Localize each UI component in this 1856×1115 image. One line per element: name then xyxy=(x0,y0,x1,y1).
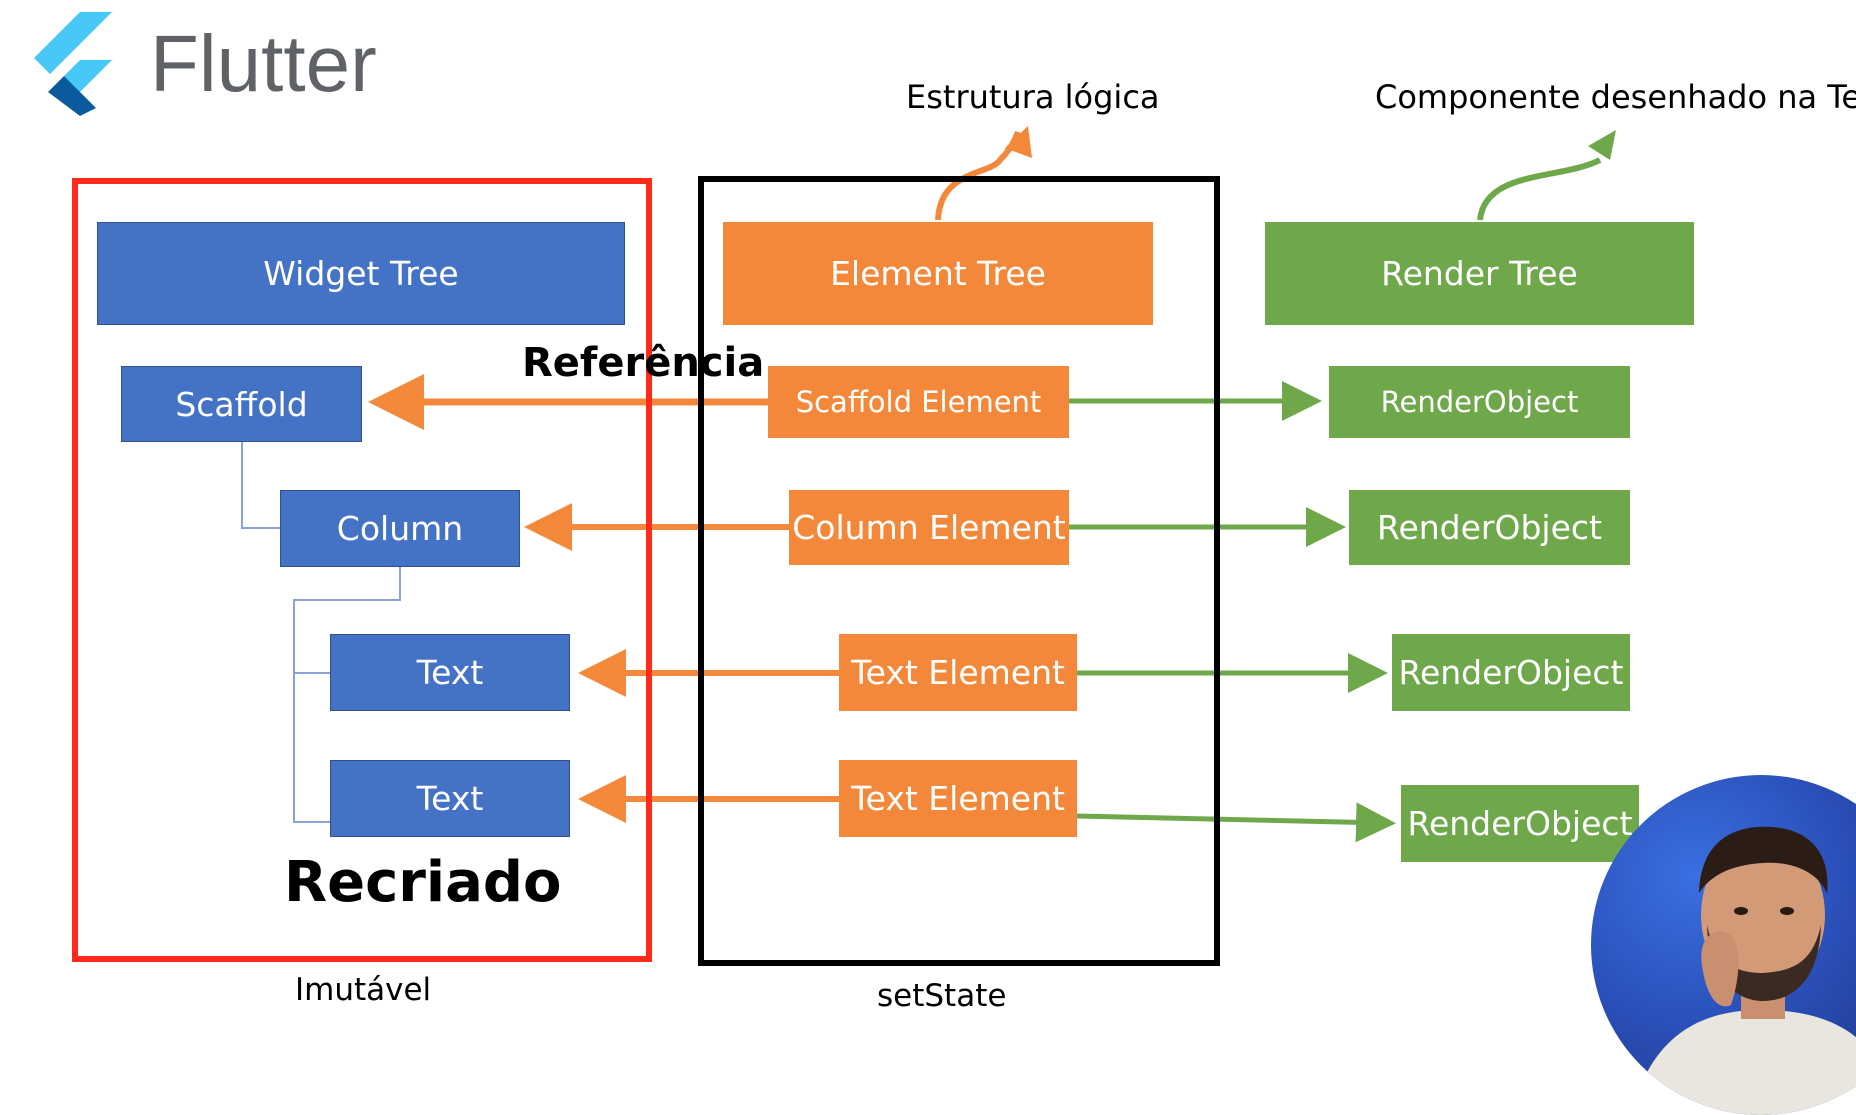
element-node-scaffold: Scaffold Element xyxy=(768,366,1069,438)
widget-node-scaffold: Scaffold xyxy=(121,366,362,442)
setstate-frame xyxy=(698,176,1220,966)
render-node-4: RenderObject xyxy=(1401,785,1639,862)
annotation-reference: Referência xyxy=(522,340,765,386)
widget-node-text-2: Text xyxy=(330,760,570,837)
annotation-drawn-component: Componente desenhado na Tela xyxy=(1375,78,1856,116)
brand-title: Flutter xyxy=(150,19,377,108)
flutter-logo-icon xyxy=(28,12,118,116)
render-node-3: RenderObject xyxy=(1392,634,1630,711)
render-node-2: RenderObject xyxy=(1349,490,1630,565)
immutable-frame xyxy=(72,178,652,962)
element-node-text-1: Text Element xyxy=(839,634,1077,711)
widget-node-column: Column xyxy=(280,490,520,567)
element-node-text-2: Text Element xyxy=(839,760,1077,837)
element-node-column: Column Element xyxy=(789,490,1069,565)
annotation-setstate: setState xyxy=(877,978,1007,1014)
presenter-webcam-icon xyxy=(1591,775,1856,1115)
annotation-recreated: Recriado xyxy=(284,850,562,915)
render-node-1: RenderObject xyxy=(1329,366,1630,438)
widget-tree-header: Widget Tree xyxy=(97,222,625,325)
annotation-immutable: Imutável xyxy=(295,972,432,1008)
annotation-logical-structure: Estrutura lógica xyxy=(906,78,1160,116)
render-tree-header: Render Tree xyxy=(1265,222,1694,325)
widget-node-text-1: Text xyxy=(330,634,570,711)
element-tree-header: Element Tree xyxy=(723,222,1153,325)
